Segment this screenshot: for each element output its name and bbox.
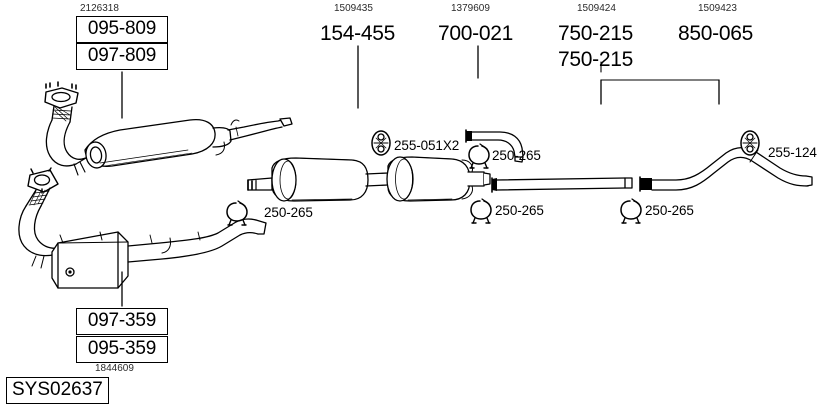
accessory-label-250-265-1[interactable]: 250-265 (264, 205, 313, 220)
part-front-pipe-lower (18, 167, 267, 289)
leader-lines (121, 45, 759, 307)
rubber-hanger-icon-2 (740, 130, 760, 156)
accessory-label-250-265-4[interactable]: 250-265 (645, 203, 694, 218)
part-centre-silencer (247, 157, 389, 202)
exhaust-clamp-icon-1 (226, 200, 248, 226)
system-code-badge: SYS02637 (6, 377, 109, 404)
oem-code-1509423: 1509423 (698, 3, 737, 14)
part-front-pipe-upper (44, 81, 293, 176)
part-number-095-359[interactable]: 095-359 (76, 336, 168, 363)
part-number-750-215-a[interactable]: 750-215 (558, 22, 633, 45)
part-number-700-021[interactable]: 700-021 (438, 22, 513, 45)
exhaust-clamp-icon-4 (620, 198, 642, 224)
part-number-095-809[interactable]: 095-809 (76, 16, 168, 43)
part-number-097-359[interactable]: 097-359 (76, 308, 168, 335)
oem-code-1509435: 1509435 (334, 3, 373, 14)
part-short-bend-pipe (465, 129, 524, 163)
exhaust-clamp-icon-3 (470, 198, 492, 224)
part-tail-pipe (639, 136, 813, 192)
oem-code-1379609: 1379609 (451, 3, 490, 14)
part-intermediate-pipe (491, 177, 633, 193)
exhaust-clamp-icon-2 (468, 143, 490, 169)
part-number-850-065[interactable]: 850-065 (678, 22, 753, 45)
oem-code-2126318: 2126318 (80, 3, 119, 14)
accessory-label-255-051X2[interactable]: 255-051X2 (394, 138, 460, 153)
rubber-hanger-icon-1 (371, 130, 391, 156)
accessory-label-255-124[interactable]: 255-124 (768, 145, 817, 160)
accessory-label-250-265-3[interactable]: 250-265 (495, 203, 544, 218)
part-rear-silencer (386, 156, 491, 202)
part-number-750-215-b[interactable]: 750-215 (558, 48, 633, 71)
part-number-097-809[interactable]: 097-809 (76, 43, 168, 70)
oem-code-1509424: 1509424 (577, 3, 616, 14)
accessory-label-250-265-2[interactable]: 250-265 (492, 148, 541, 163)
oem-code-1844609: 1844609 (95, 363, 134, 374)
part-number-154-455[interactable]: 154-455 (320, 22, 395, 45)
